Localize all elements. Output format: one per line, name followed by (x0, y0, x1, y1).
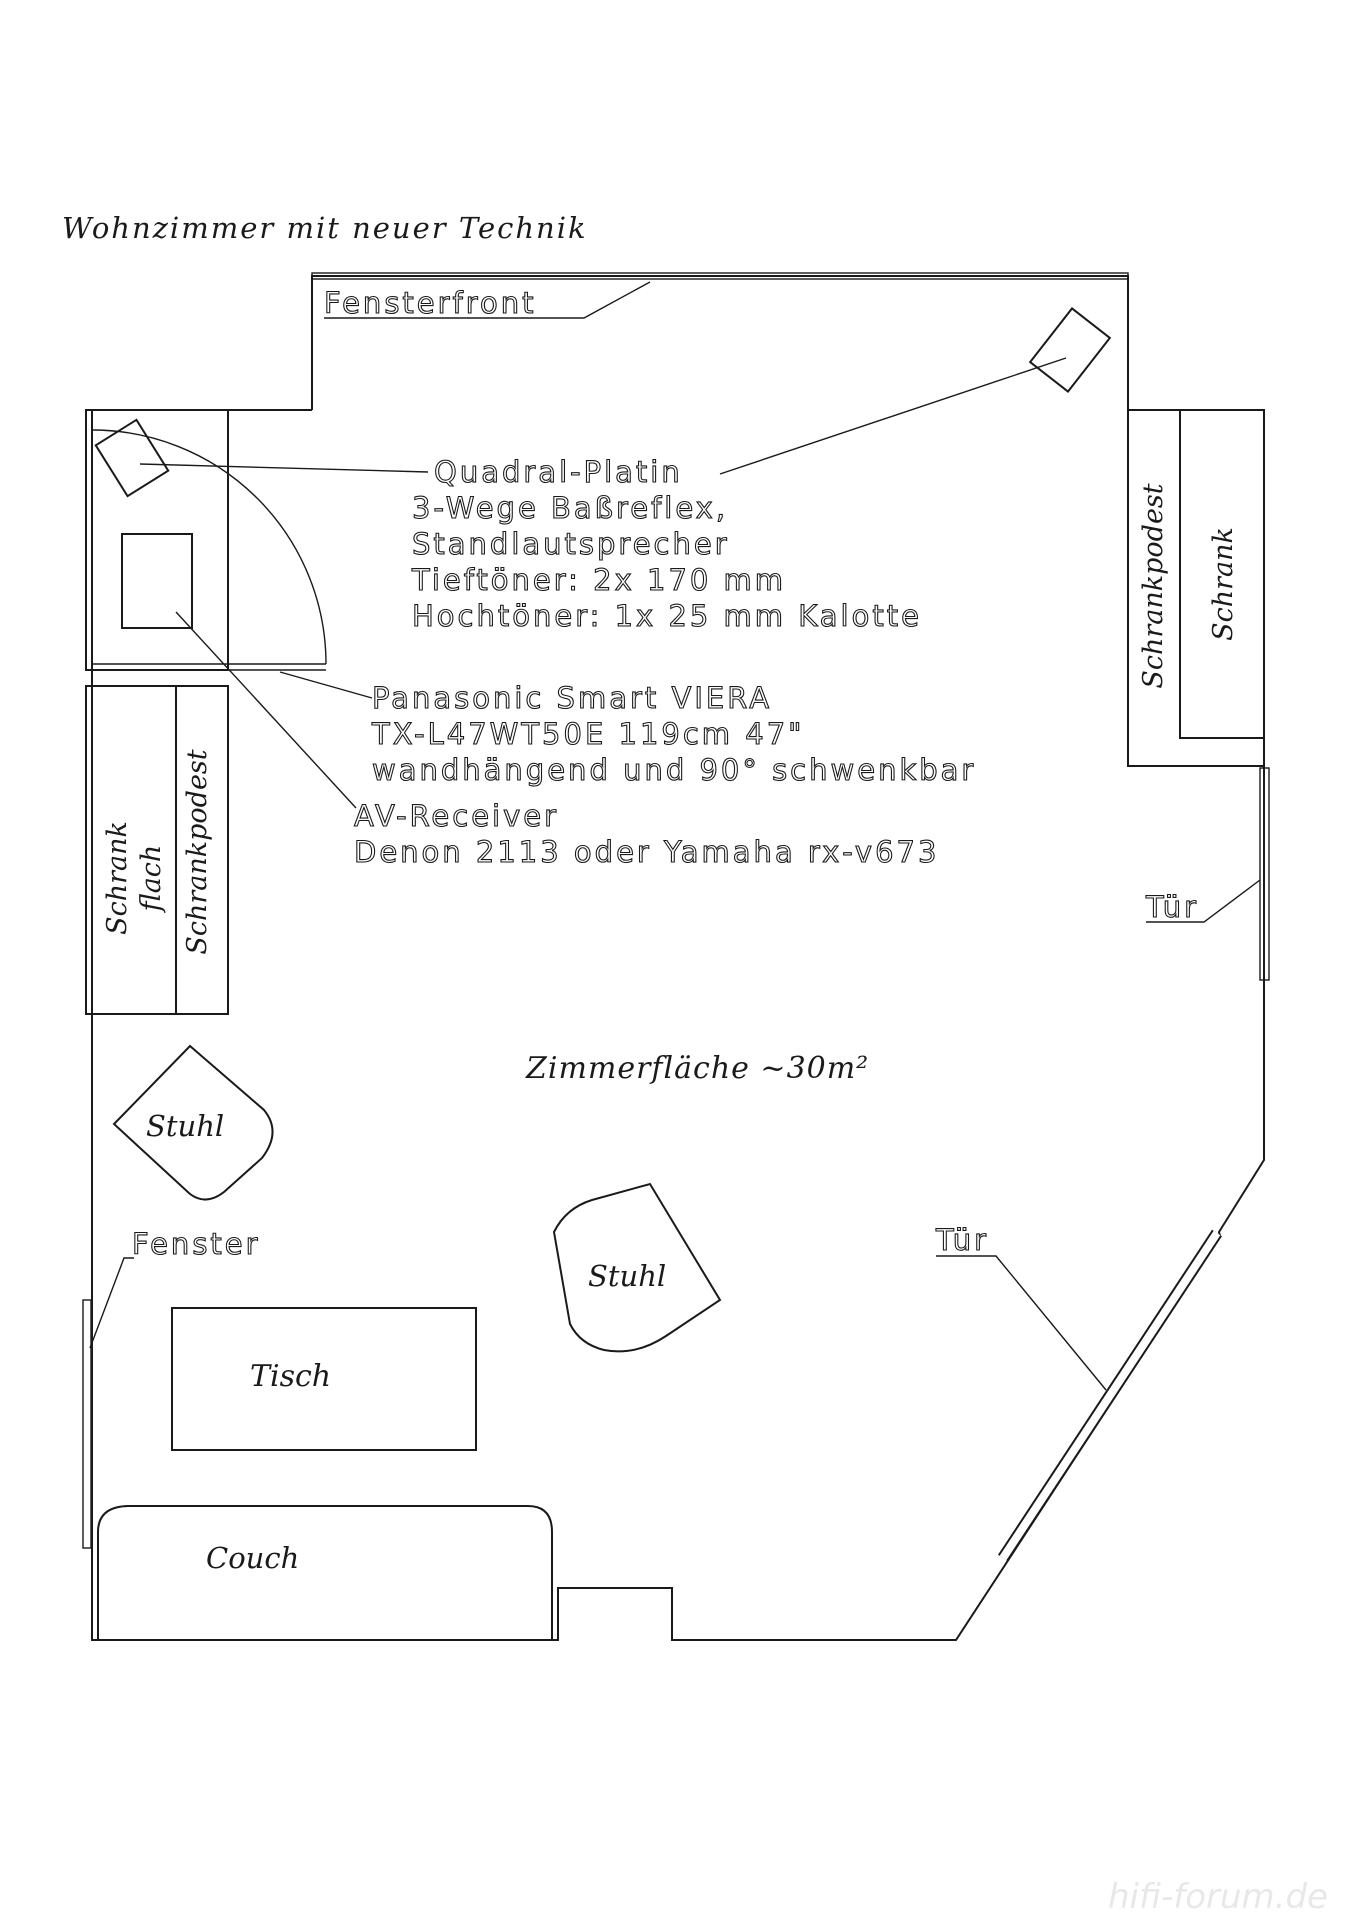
cabinet-left-label-1: Schrank (102, 821, 133, 935)
door-right-label: Tür (1145, 890, 1199, 924)
tv-line-3: wandhängend und 90° schwenkbar (372, 753, 976, 787)
speaker-description: Quadral-Platin 3-Wege Baßreflex, Standla… (410, 454, 922, 633)
page-title: Wohnzimmer mit neuer Technik (62, 211, 588, 245)
receiver-leader (175, 611, 357, 809)
tv-leader (279, 671, 373, 699)
tv-line-2: TX-L47WT50E 119cm 47" (371, 717, 805, 751)
watermark: hifi-forum.de (1108, 1877, 1328, 1917)
window-left-leader (89, 1257, 134, 1349)
cabinet-left-pedestal-label: Schrankpodest (182, 749, 213, 954)
receiver-line-1: AV-Receiver (354, 799, 559, 833)
door-right (1259, 767, 1270, 981)
speaker-line-4: Tieftöner: 2x 170 mm (411, 563, 786, 597)
speaker-left-leader (139, 463, 429, 473)
speaker-left (94, 418, 170, 498)
couch-label: Couch (206, 1541, 299, 1575)
speaker-right-leader (719, 357, 1067, 475)
tv-wall-block (85, 409, 229, 671)
room-area-label: Zimmerfläche ~30m² (525, 1051, 869, 1086)
door-diagonal-inner (999, 1230, 1221, 1561)
cabinet-right-label: Schrank (1208, 527, 1239, 641)
couch (97, 1505, 553, 1640)
speaker-line-1: Quadral-Platin (434, 455, 683, 489)
receiver-description: AV-Receiver Denon 2113 oder Yamaha rx-v6… (353, 798, 939, 869)
door-diagonal-leader (936, 1255, 1107, 1391)
receiver-line-2: Denon 2113 oder Yamaha rx-v673 (354, 835, 939, 869)
tv-description: Panasonic Smart VIERA TX-L47WT50E 119cm … (370, 680, 976, 787)
window-left (82, 1299, 92, 1549)
tv-swing-arc (91, 429, 327, 665)
door-diagonal-label: Tür (935, 1223, 989, 1257)
cabinet-right (1179, 409, 1265, 739)
speaker-line-3: Standlautsprecher (412, 527, 730, 561)
door-right-leader (1146, 879, 1261, 923)
window-front (311, 272, 1129, 280)
chair-2-label: Stuhl (588, 1259, 666, 1293)
av-receiver-box (121, 533, 193, 629)
speaker-right (1028, 307, 1112, 393)
chair-1-label: Stuhl (146, 1109, 224, 1143)
window-left-label: Fenster (132, 1227, 261, 1261)
speaker-line-2: 3-Wege Baßreflex, (412, 491, 728, 525)
table (171, 1307, 477, 1451)
window-front-leader (324, 281, 651, 319)
speaker-line-5: Hochtöner: 1x 25 mm Kalotte (412, 599, 922, 633)
cabinet-left-label-2: flach (136, 845, 167, 914)
cabinet-left (85, 685, 177, 1015)
chair-2 (552, 1182, 722, 1353)
tv-line-1: Panasonic Smart VIERA (372, 681, 772, 715)
table-label: Tisch (250, 1359, 331, 1394)
chair-1 (112, 1044, 274, 1201)
cabinet-right-pedestal-label: Schrankpodest (1138, 483, 1169, 688)
window-front-label: Fensterfront (324, 286, 537, 320)
